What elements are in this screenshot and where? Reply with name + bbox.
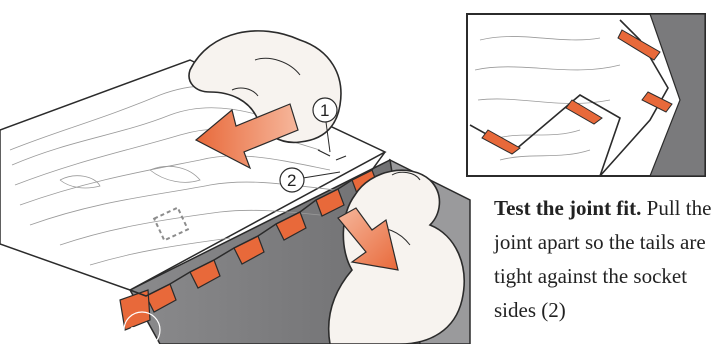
callout-leader bbox=[302, 171, 341, 179]
push-arrow bbox=[194, 103, 299, 170]
callout-1: 1 bbox=[312, 97, 347, 161]
socket bbox=[565, 99, 603, 125]
pull-arrow-icon bbox=[337, 207, 399, 271]
callout-circle-icon bbox=[312, 97, 338, 123]
gap-marker bbox=[335, 155, 347, 161]
callout-label: 1 bbox=[320, 101, 329, 120]
inset-detail bbox=[466, 13, 706, 177]
tails-outline bbox=[129, 151, 386, 297]
socket bbox=[481, 129, 521, 155]
board-stamp: 900 bbox=[130, 326, 147, 337]
pull-arrow bbox=[337, 207, 399, 271]
socket bbox=[617, 29, 661, 61]
callout-label: 2 bbox=[287, 171, 296, 190]
socket bbox=[641, 91, 673, 113]
push-arrow-icon bbox=[194, 103, 299, 170]
inset-side-face bbox=[649, 13, 706, 177]
callout-2: 2 bbox=[279, 167, 341, 193]
gap-marker bbox=[317, 149, 331, 157]
hand-icon bbox=[188, 30, 342, 144]
caption-body: Pull the joint apart so the tails are ti… bbox=[494, 196, 712, 322]
caption-lead: Test the joint fit. bbox=[494, 196, 642, 220]
callout-circle-icon bbox=[279, 167, 305, 193]
callout-leader bbox=[325, 121, 331, 153]
inset-sockets bbox=[481, 29, 673, 155]
upper-hand bbox=[188, 30, 342, 144]
board-stamp-circle bbox=[123, 311, 161, 344]
lower-hand bbox=[327, 169, 465, 344]
caption-text: Test the joint fit. Pull the joint apart… bbox=[494, 191, 712, 327]
hand-icon bbox=[327, 169, 465, 344]
